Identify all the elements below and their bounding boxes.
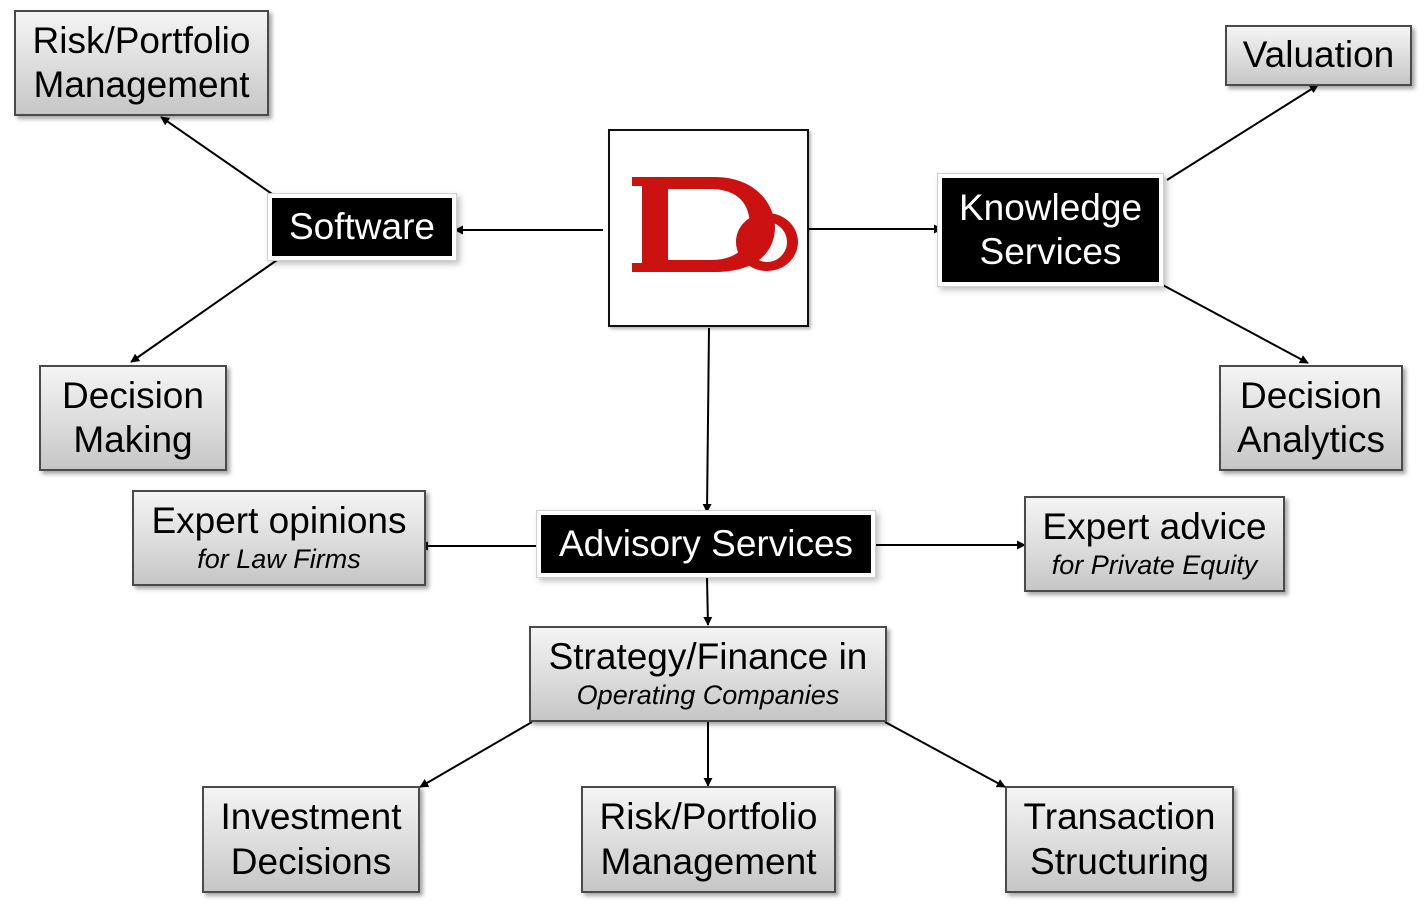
advisory-services-label: Advisory Services [558, 522, 854, 564]
expert-opinions-title: Expert opinions [151, 499, 407, 541]
transaction-structuring-line1: Transaction [1023, 796, 1216, 838]
expert-opinions-subtitle: for Law Firms [197, 544, 361, 575]
arrow-software-to-risk [160, 116, 276, 197]
arrow-software-to-decision [130, 257, 281, 363]
decision-analytics-line1: Decision [1240, 374, 1382, 416]
decision-making-box: Decision Making [39, 365, 227, 471]
software-risk-line2: Management [33, 64, 250, 105]
investment-decisions-line2: Decisions [230, 840, 392, 882]
strategy-finance-box: Strategy/Finance in Operating Companies [529, 626, 887, 722]
valuation-box: Valuation [1225, 25, 1412, 86]
expert-advice-box: Expert advice for Private Equity [1024, 496, 1285, 592]
arrow-strategy-to-investment [419, 721, 533, 788]
company-logo [608, 129, 809, 327]
knowledge-services-label-line1: Knowledge [958, 186, 1143, 228]
strategy-finance-subtitle: Operating Companies [576, 680, 840, 711]
decision-analytics-line2: Analytics [1236, 419, 1386, 460]
knowledge-services-hub: Knowledge Services [938, 174, 1163, 286]
investment-decisions-line1: Investment [220, 796, 402, 838]
do-logo-icon [632, 177, 798, 272]
decision-making-line1: Decision [62, 374, 204, 416]
transaction-structuring-box: Transaction Structuring [1005, 786, 1234, 893]
expert-advice-title: Expert advice [1042, 505, 1267, 547]
decision-analytics-box: Decision Analytics [1219, 365, 1403, 471]
arrow-knowledge-to-valuation [1166, 84, 1319, 181]
arrow-logo-to-advisory [702, 327, 712, 513]
operating-risk-line2: Management [600, 840, 817, 882]
transaction-structuring-line2: Structuring [1030, 840, 1209, 882]
software-risk-portfolio-box: Risk/Portfolio Management [14, 10, 269, 116]
arrow-strategy-to-transaction [884, 721, 1006, 788]
strategy-finance-title: Strategy/Finance in [548, 635, 868, 677]
software-hub: Software [268, 194, 456, 260]
expert-opinions-box: Expert opinions for Law Firms [132, 490, 426, 586]
decision-making-line2: Making [73, 419, 193, 460]
advisory-services-hub: Advisory Services [537, 511, 875, 577]
operating-risk-line1: Risk/Portfolio [599, 796, 818, 838]
valuation-label: Valuation [1242, 34, 1395, 76]
operating-risk-portfolio-box: Risk/Portfolio Management [581, 786, 836, 893]
knowledge-services-label-line2: Services [979, 231, 1122, 272]
investment-decisions-box: Investment Decisions [202, 786, 420, 893]
expert-advice-subtitle: for Private Equity [1051, 550, 1258, 581]
software-hub-label: Software [288, 205, 435, 247]
software-risk-line1: Risk/Portfolio [32, 19, 251, 61]
arrow-advisory-to-strategy [703, 577, 713, 626]
arrow-knowledge-to-analytics [1158, 282, 1309, 364]
